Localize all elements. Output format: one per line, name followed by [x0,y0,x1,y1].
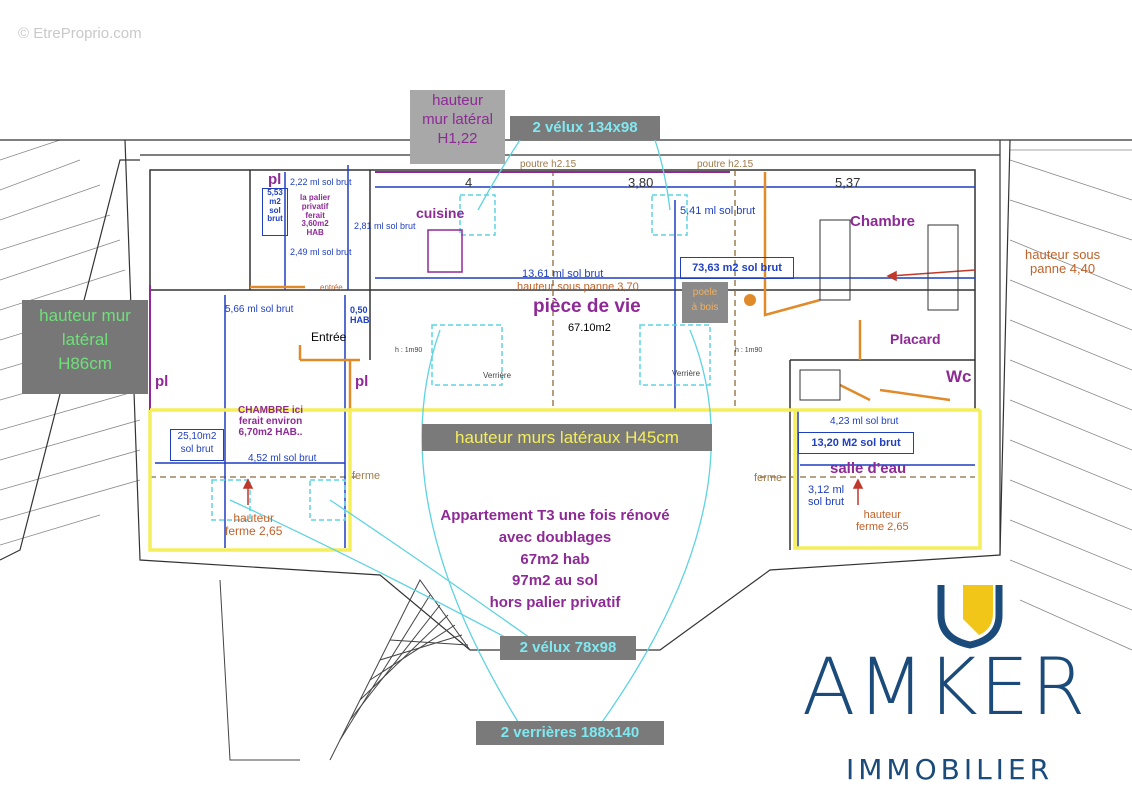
measure-sol-249: 2,49 ml sol brut [290,247,352,257]
ferme-label-2: ferme [754,472,783,484]
stairs [219,579,471,761]
measure-ferme-265a: hauteur ferme 2,65 [225,511,283,539]
orange-lines [250,172,951,410]
measure-sol-312: 3,12 ml sol brut [808,484,845,509]
measure-sol-281: 2,81 ml sol brut [354,221,416,231]
measure-panne-440: hauteur sous panne 4,40 [1025,247,1101,277]
room-entree-small: entrée [320,283,343,292]
measure-sol-423: 4,23 ml sol brut [830,416,899,427]
skylights [211,194,711,521]
summary-text: Appartement T3 une fois rénové avec doub… [440,507,670,611]
red-arrows [242,269,976,505]
kitchen-island [427,229,463,273]
poele-icon [744,294,756,306]
measure-sol-541: 5,41 ml sol brut [680,205,756,217]
logo-sub: IMMOBILIER [846,753,1054,786]
poele-label: poele à bois [682,282,728,323]
measure-hab-050: 0,50 HAB [350,305,370,325]
room-piece-de-vie: pièce de vie [533,296,641,317]
placard-label-3: pl [355,373,369,390]
callout-mur-lateral-left: hauteur mur latéral H86cm [22,300,148,394]
room-chambre-ici: CHAMBRE ici ferait environ 6,70m2 HAB.. [238,405,304,438]
room-palier: la palier privatif ferait 3,60m2 HAB [300,193,331,238]
logo: AMKER IMMOBILIER [800,575,1120,795]
hatching-left [0,139,141,546]
measure-area-2510: 25,10m2 sol brut [170,429,224,461]
room-entree: Entrée [311,330,347,344]
shield-icon [937,585,1003,649]
logo-name: AMKER [802,643,1088,733]
measure-area-553: 5,53 m2 sol brut [262,188,288,236]
yellow-outlines [148,408,982,552]
measure-sol-222: 2,22 ml sol brut [290,177,352,187]
room-salle-deau: salle d'eau [830,460,907,477]
measure-sol-1361: 13,61 ml sol brut [522,268,604,280]
measure-4: 4 [465,175,473,190]
room-cuisine: cuisine [416,205,465,221]
verriere-label-1: Verrière [483,371,512,380]
height-label-1: h : 1m90 [395,347,423,354]
callout-curves [229,139,712,726]
measure-ferme-265b: hauteur ferme 2,65 [856,509,909,534]
measure-sol-452: 4,52 ml sol brut [248,453,317,464]
furniture-chambre [799,219,959,401]
callout-velux-bottom: 2 vélux 78x98 [500,636,636,660]
callout-mur-lateral-top: hauteur mur latéral H1,22 [410,90,505,164]
callout-verrieres: 2 verrières 188x140 [476,721,664,745]
purple-lines [149,171,730,410]
ferme-label-1: ferme [352,470,381,482]
room-placard: Placard [890,331,941,347]
measure-area-1320: 13,20 M2 sol brut [798,432,914,454]
room-wc: Wc [946,367,972,386]
room-chambre: Chambre [850,213,916,230]
callout-murs-lateraux: hauteur murs latéraux H45cm [422,424,712,451]
measure-sol-566: 5,66 ml sol brut [225,304,294,315]
measure-537: 5,37 [835,175,861,190]
placard-label-2: pl [155,373,169,390]
poutre-label-2: poutre h2.15 [697,159,754,170]
callout-velux-top: 2 vélux 134x98 [510,116,660,140]
measure-area-7363: 73,63 m2 sol brut [680,257,794,279]
measure-380: 3,80 [628,175,654,190]
hatching-right [1009,149,1132,651]
height-label-2: h : 1m90 [735,347,763,354]
verriere-label-2: Verrière [672,369,701,378]
measure-panne-370: hauteur sous panne 3,70 [517,281,639,293]
poutre-label-1: poutre h2.15 [520,159,577,170]
room-piece-de-vie-area: 67.10m2 [568,322,611,334]
placard-label-1: pl [268,171,282,188]
watermark: © EtreProprio.com [18,25,142,42]
